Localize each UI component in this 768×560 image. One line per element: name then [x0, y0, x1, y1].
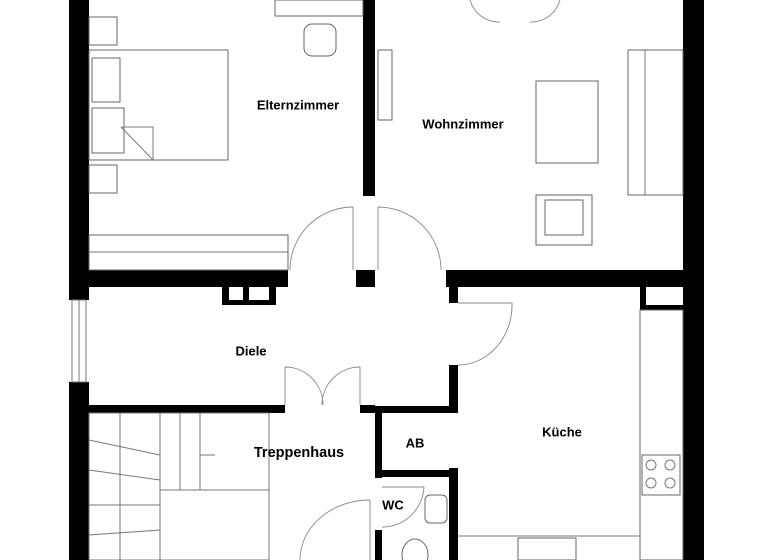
- room-label-ab: AB: [405, 435, 425, 451]
- room-label-diele: Diele: [235, 343, 267, 359]
- wash-basin: [424, 494, 448, 524]
- walls: [69, 0, 704, 560]
- living-furniture: [377, 0, 684, 246]
- toilet: [401, 538, 429, 560]
- room-label-kueche: Küche: [542, 424, 582, 440]
- window-left: [71, 299, 87, 383]
- sofa: [627, 49, 684, 196]
- kitchen-furniture: [401, 309, 684, 560]
- room-label-wc: WC: [382, 497, 404, 513]
- sink: [517, 537, 577, 560]
- room-label-elternzimmer: Elternzimmer: [256, 97, 340, 113]
- room-label-treppenhaus: Treppenhaus: [253, 445, 345, 461]
- staircase: [88, 412, 270, 560]
- bedroom-furniture: [88, 0, 364, 271]
- doors: [284, 206, 513, 560]
- room-label-wohnzimmer: Wohnzimmer: [422, 116, 504, 132]
